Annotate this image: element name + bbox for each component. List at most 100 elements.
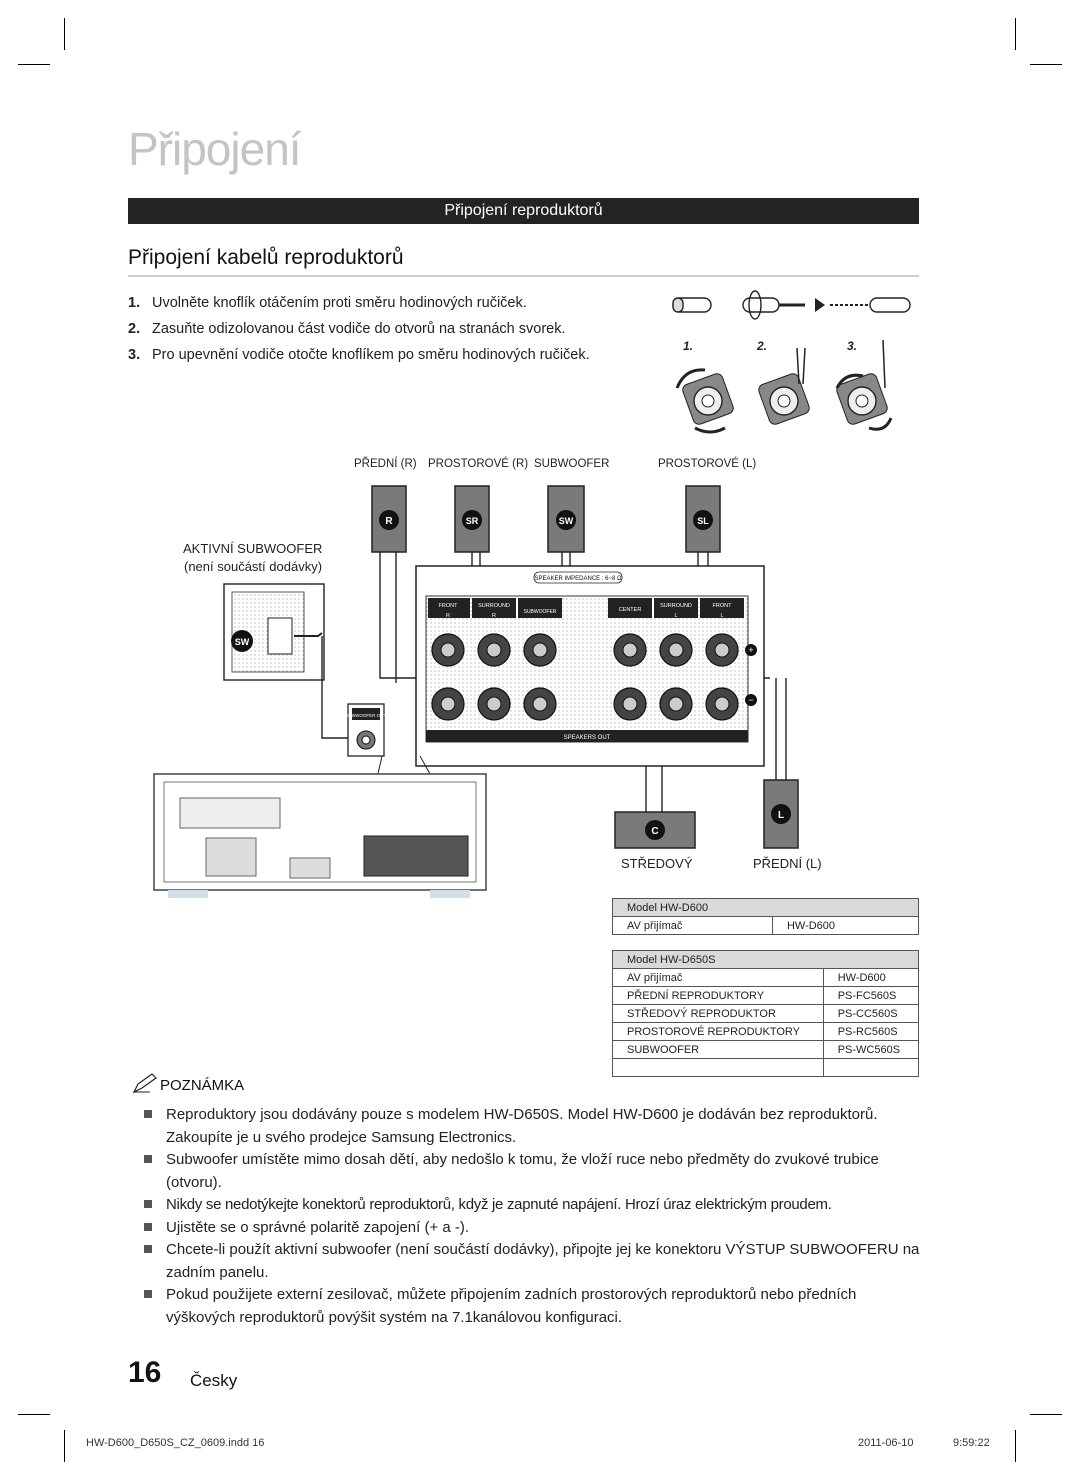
speaker-center: C: [614, 811, 696, 849]
speaker-label-front-r: PŘEDNÍ (R): [354, 458, 417, 470]
table-cell: HW-D600: [822, 968, 920, 987]
crop-mark: [64, 18, 65, 50]
speaker-label-surround-l: PROSTOROVÉ (L): [658, 458, 757, 470]
terminal-group-label: SURROUND: [660, 603, 692, 609]
speaker-badge: L: [778, 810, 784, 821]
bullet-square-icon: [144, 1245, 152, 1253]
spec-table-d600: Model HW-D600 AV přijímač HW-D600: [612, 898, 920, 935]
wire-strip-icon: [742, 290, 805, 320]
subtitle: Připojení kabelů reproduktorů: [128, 246, 404, 269]
terminal-post-centers: [440, 642, 730, 712]
channel-letter: R: [492, 613, 496, 619]
step-list: 1.Uvolněte knoflík otáčením proti směru …: [128, 290, 648, 368]
note-text: Reproduktory jsou dodávány pouze s model…: [166, 1106, 878, 1146]
table-cell: PŘEDNÍ REPRODUKTORY: [612, 986, 824, 1005]
pencil-icon: [132, 1073, 157, 1094]
figure-label: 2.: [756, 339, 767, 353]
terminal-knob-icon: [835, 339, 893, 431]
section-bar: Připojení reproduktorů: [128, 198, 919, 224]
terminal-group-label: SURROUND: [478, 603, 510, 609]
table-cell: [612, 1058, 824, 1077]
minus-icon: [745, 694, 757, 706]
step-item: 3. Pro upevnění vodiče otočte knoflíkem p…: [128, 342, 648, 368]
subtitle-rule: [128, 275, 919, 277]
note-item: Subwoofer umístěte mimo dosah dětí, aby …: [144, 1149, 924, 1194]
footer-date: 2011-06-10: [858, 1437, 914, 1449]
step-text: Zasuňte odizolovanou část vodiče do otvo…: [152, 321, 566, 337]
page-number: 16: [128, 1356, 162, 1389]
plus-icon: [745, 644, 757, 656]
step-text: Pro upevnění vodiče otočte knoflíkem po …: [152, 347, 590, 363]
table-cell: PS-WC560S: [822, 1040, 920, 1059]
step-item: 2. Zasuňte odizolovanou část vodiče do ot…: [128, 316, 648, 342]
speaker-front-l: L: [763, 779, 799, 849]
polarity-minus: −: [748, 695, 753, 705]
bullet-square-icon: [144, 1110, 152, 1118]
crop-mark: [1030, 64, 1062, 65]
note-text: Subwoofer umístěte mimo dosah dětí, aby …: [166, 1151, 879, 1191]
speaker-subwoofer: SW: [547, 485, 585, 553]
speaker-surround-r: SR: [454, 485, 490, 553]
note-text: Chcete-li použít aktivní subwoofer (není…: [166, 1241, 920, 1281]
crop-mark: [64, 1430, 65, 1462]
crop-mark: [1015, 1430, 1016, 1462]
speakers-out-label: SPEAKERS OUT: [564, 735, 611, 741]
page-language: Česky: [190, 1371, 238, 1390]
speaker-label-surround-r: PROSTOROVÉ (R): [428, 458, 529, 470]
spec-table-d600-wrap: Model HW-D600 AV přijímač HW-D600: [612, 898, 920, 935]
speaker-badge: R: [385, 516, 393, 527]
terminal-group-label: SUBWOOFER: [524, 609, 557, 615]
bullet-square-icon: [144, 1290, 152, 1298]
figure-label: 3.: [847, 339, 857, 353]
table-model: Model HW-D600: [612, 898, 919, 917]
speaker-badge: SW: [559, 516, 574, 526]
bullet-square-icon: [144, 1155, 152, 1163]
note-text: Ujistěte se o správné polaritě zapojení …: [166, 1218, 470, 1236]
terminal-steps-illustration: 1. 2. 3.: [672, 290, 911, 434]
step-text: Uvolněte knoflík otáčením proti směru ho…: [152, 295, 527, 311]
arrow-right-icon: [815, 298, 825, 312]
channel-letter: R: [446, 613, 450, 619]
active-subwoofer-box: SW: [223, 583, 325, 681]
terminal-group-label: CENTER: [619, 607, 642, 613]
step-item: 1.Uvolněte knoflík otáčením proti směru …: [128, 290, 648, 316]
note-item: Reproduktory jsou dodávány pouze s model…: [144, 1104, 924, 1149]
crop-mark: [1030, 1414, 1062, 1415]
note-title: POZNÁMKA: [160, 1077, 245, 1094]
speaker-label-front-l: PŘEDNÍ (L): [753, 856, 822, 871]
note-text: Nikdy se nedotýkejte konektorů reprodukt…: [166, 1196, 832, 1213]
footer-time: 9:59:22: [953, 1437, 990, 1449]
crop-mark: [18, 64, 50, 65]
terminal-group-label: FRONT: [439, 603, 459, 609]
crop-mark: [18, 1414, 50, 1415]
channel-letter: L: [720, 613, 723, 619]
note-text: Pokud použijete externí zesilovač, můžet…: [166, 1286, 857, 1326]
table-model: Model HW-D650S: [612, 950, 919, 969]
speaker-connection-diagram: R SR SW SL C L SW: [153, 485, 799, 898]
note-item: Nikdy se nedotýkejte konektorů reprodukt…: [144, 1194, 924, 1217]
channel-letter: L: [674, 613, 677, 619]
speaker-front-r: R: [371, 485, 407, 553]
table-cell: PS-RC560S: [822, 1022, 920, 1041]
note-list: Reproduktory jsou dodávány pouze s model…: [144, 1104, 924, 1329]
step-number: 3.: [128, 347, 141, 363]
terminal-knob-icon: [758, 347, 810, 425]
page-title: Připojení: [128, 123, 302, 175]
receiver-rear-panel: [153, 755, 487, 898]
table-row: [612, 1058, 920, 1077]
stripped-wire-icon: [830, 297, 911, 313]
active-subwoofer-note: (není součástí dodávky): [184, 559, 323, 574]
terminal-group-label: FRONT: [713, 603, 733, 609]
table-cell: PROSTOROVÉ REPRODUKTORY: [612, 1022, 824, 1041]
subwoofer-out-jack: SUBWOOFER OUT: [346, 703, 387, 757]
sub-out-label: SUBWOOFER OUT: [346, 713, 387, 718]
crop-mark: [1015, 18, 1016, 50]
step-number: 2.: [128, 321, 141, 337]
